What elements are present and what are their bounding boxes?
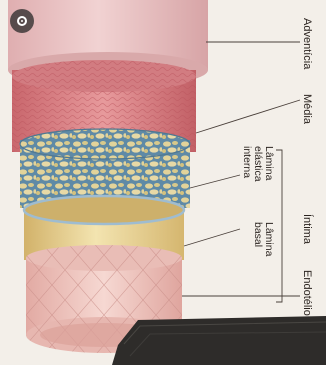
label-intima: Íntima: [301, 214, 314, 245]
label-endotelio: Endotélio: [301, 270, 313, 316]
label-lamina-elastica-l3: interna: [241, 146, 253, 178]
label-lamina-basal-l2: basal: [252, 222, 264, 247]
dot-circle-icon[interactable]: [10, 9, 34, 33]
label-media: Média: [301, 94, 313, 125]
label-adventicia: Adventícia: [301, 18, 313, 70]
dark-overlay-object: [112, 316, 326, 365]
dot-circle-icon-glyph: [17, 16, 27, 26]
